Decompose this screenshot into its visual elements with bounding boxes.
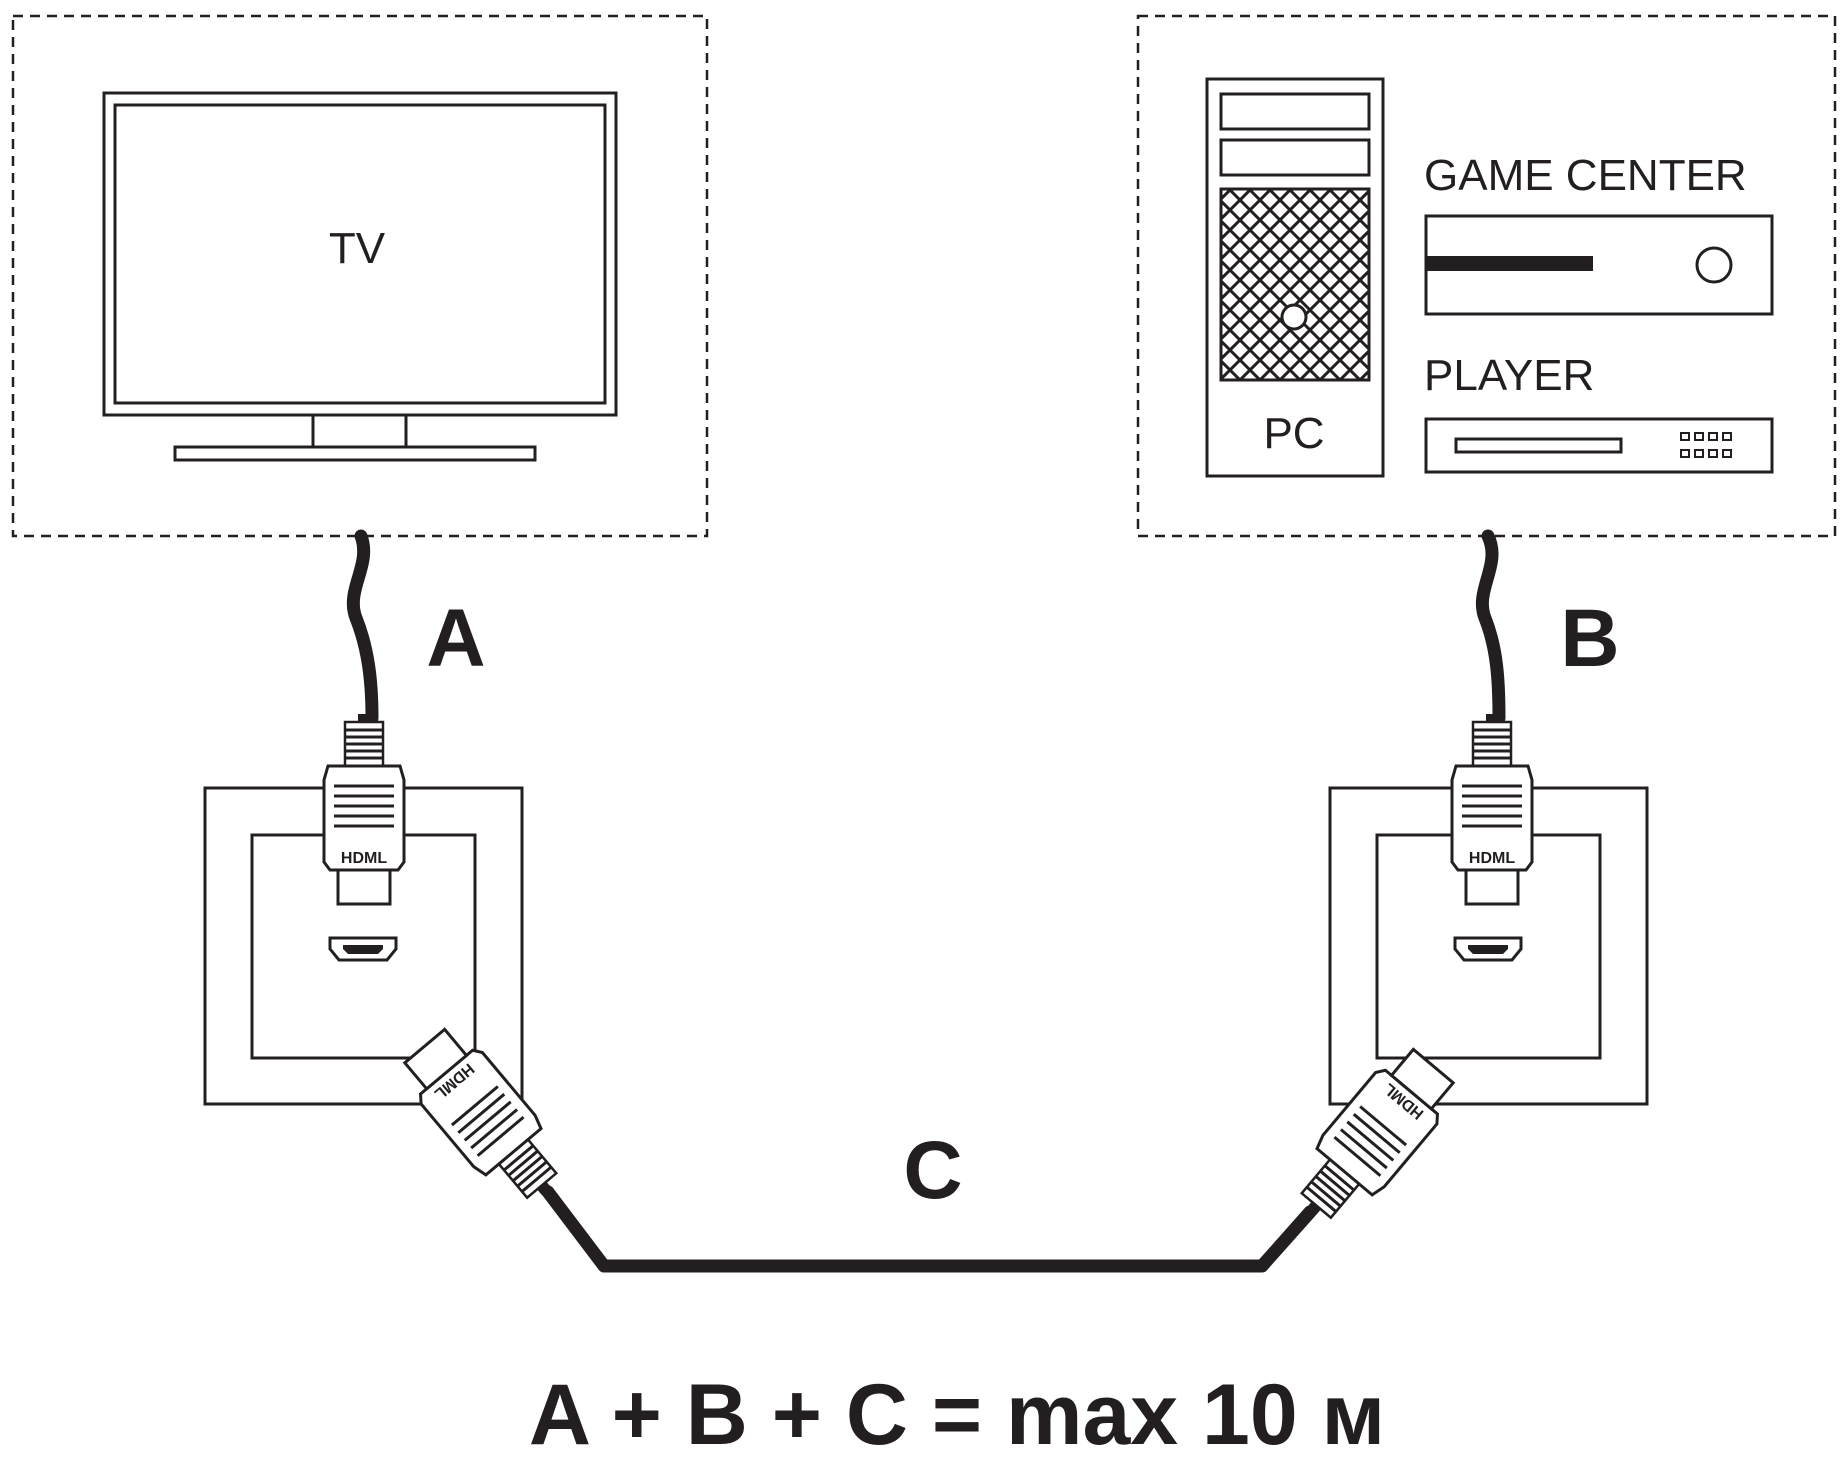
cable-a xyxy=(346,529,379,725)
hdmi-socket-icon xyxy=(328,936,398,962)
cable-b xyxy=(1475,529,1506,725)
tv-icon xyxy=(102,91,618,462)
tv-group-outline xyxy=(11,14,709,538)
pc-label: PC xyxy=(1263,409,1324,458)
svg-text:HDML: HDML xyxy=(1469,850,1515,867)
hdmi-plug-icon: HDML xyxy=(394,1020,577,1217)
pc-tower-icon xyxy=(1205,77,1385,478)
hdmi-socket-icon xyxy=(1453,936,1523,962)
cable-c xyxy=(541,1185,1317,1273)
length-formula: A + B + C = max 10 м xyxy=(529,1367,1385,1460)
hdmi-plug-icon: HDML xyxy=(1281,1040,1464,1237)
media-player-icon xyxy=(1424,417,1774,474)
game-console-icon xyxy=(1424,214,1774,316)
game-center-label: GAME CENTER xyxy=(1424,151,1747,200)
cable-c-label: C xyxy=(903,1125,962,1216)
cable-a-label: A xyxy=(426,593,485,684)
svg-text:HDML: HDML xyxy=(341,850,387,867)
hdmi-plug-icon: HDML xyxy=(324,714,404,904)
hdmi-plug-icon: HDML xyxy=(1452,714,1532,904)
player-label: PLAYER xyxy=(1424,351,1594,400)
cable-b-label: B xyxy=(1560,593,1619,684)
tv-label: TV xyxy=(329,224,386,273)
